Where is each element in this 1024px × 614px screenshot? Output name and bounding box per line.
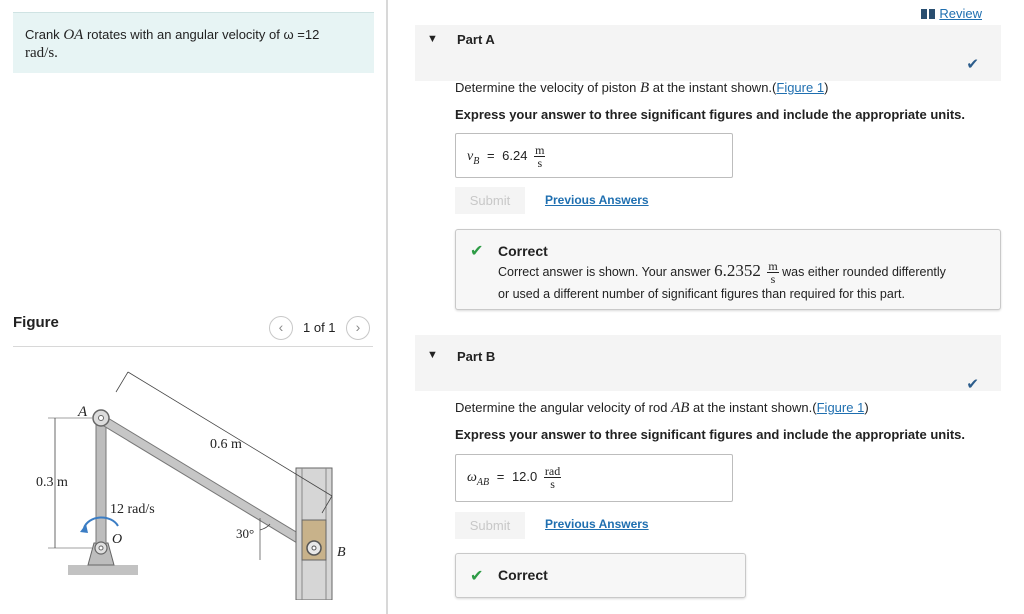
part-b-figure-link[interactable]: Figure 1 [816,400,865,415]
part-a-title: Part A [457,32,495,47]
figure-title: Figure [13,314,59,331]
part-a-feedback-body: Correct answer is shown. Your answer 6.2… [498,260,988,304]
label-length: 0.6 m [210,437,242,452]
part-a-instruction: Express your answer to three significant… [455,107,965,122]
label-a: A [77,404,88,420]
part-a-submit-button[interactable]: Submit [455,187,525,214]
review-link[interactable]: Review [921,6,982,21]
part-b-question-symbol: AB [671,400,690,416]
problem-units: rad/s. [25,45,58,61]
part-b-answer-value: 12.0 [511,468,538,484]
part-a-equals: = [486,147,495,163]
part-a-feedback-value: 6.2352 [714,260,761,280]
chevron-left-icon[interactable]: ‹ [269,316,293,340]
part-b-title: Part B [457,349,496,364]
part-a-feedback: ✔ Correct Correct answer is shown. Your … [455,229,1001,310]
mechanism-figure: A O B 0.6 m 0.3 m 12 rad/s 30° [36,371,346,600]
part-b-instruction: Express your answer to three significant… [455,427,965,442]
checkmark-icon: ✔ [470,568,484,585]
part-a-answer-value: 6.24 [502,147,528,163]
part-a-question-pre: Determine the velocity of piston [455,80,637,95]
part-b-feedback: ✔ Correct [455,553,746,598]
problem-text-pre: Crank [25,27,60,42]
part-b-previous-answers-link[interactable]: Previous Answers [545,517,649,531]
part-a-feedback-post: was either rounded differently [782,264,946,279]
part-a-header[interactable]: ▼ Part A ✔ [415,25,1001,81]
triangle-down-icon[interactable]: ▼ [427,349,438,361]
part-a-question: Determine the velocity of piston B at th… [455,80,828,97]
part-a-answer-symbol: vB [467,148,480,167]
label-height: 0.3 m [36,475,68,490]
part-b-question: Determine the angular velocity of rod AB… [455,400,869,417]
part-b-submit-button[interactable]: Submit [455,512,525,539]
part-b-question-post: at the instant shown.( [693,400,817,415]
label-rate: 12 rad/s [110,502,155,517]
dim-line-length [127,371,333,497]
checkmark-icon: ✔ [470,243,484,260]
problem-crank-symbol: OA [63,27,84,43]
part-b-feedback-title: Correct [498,567,548,583]
checkmark-icon: ✔ [966,376,979,393]
part-a-question-close: ) [824,80,829,95]
figure-page-count: 1 of 1 [303,320,336,335]
part-a-feedback-line2: or used a different number of significan… [498,287,905,301]
problem-statement: Crank OA rotates with an angular velocit… [13,12,374,73]
part-a-question-post: at the instant shown.( [652,80,777,95]
checkmark-icon: ✔ [966,56,979,73]
label-b: B [337,545,346,560]
part-b-question-close: ) [864,400,869,415]
triangle-down-icon[interactable]: ▼ [427,33,438,45]
part-a-question-symbol: B [640,80,650,96]
part-b-question-pre: Determine the angular velocity of rod [455,400,668,415]
part-b-answer-symbol: ωAB [467,469,490,488]
figure-header: Figure ‹ 1 of 1 › [13,313,373,347]
part-a-figure-link[interactable]: Figure 1 [776,80,825,95]
ground-base [68,565,138,575]
review-icon [921,9,936,19]
part-a-previous-answers-link[interactable]: Previous Answers [545,193,649,207]
crank-oa [95,414,107,551]
problem-omega: ω =12 [283,27,320,42]
label-o: O [112,532,122,547]
part-b-header[interactable]: ▼ Part B ✔ [415,335,1001,393]
part-a-feedback-pre: Correct answer is shown. Your answer [498,264,711,279]
rod-ab [93,411,317,553]
review-label: Review [939,6,982,21]
part-b-equals: = [496,468,505,484]
chevron-right-icon[interactable]: › [346,316,370,340]
part-a-feedback-title: Correct [498,243,548,259]
left-panel: Crank OA rotates with an angular velocit… [0,0,388,614]
problem-text-mid: rotates with an angular velocity of [86,27,280,42]
label-angle: 30° [236,526,254,541]
